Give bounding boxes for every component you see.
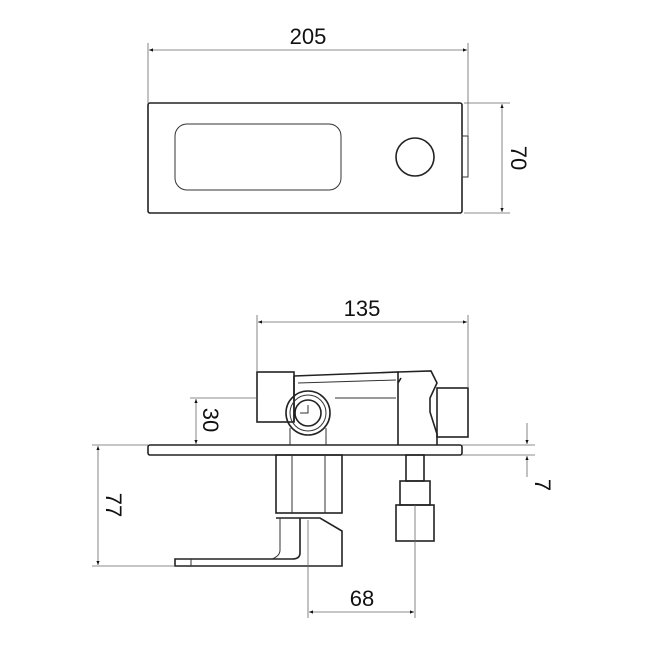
dim-label-30: 30 (198, 408, 223, 432)
side-view: 135 30 77 68 7 (92, 296, 555, 618)
cover-plate (147, 102, 463, 214)
pipe-outer (285, 390, 331, 436)
outlet-cap (436, 387, 469, 438)
diverter-collar (399, 480, 431, 506)
cartridge-housing (397, 370, 438, 445)
dim-label-70: 70 (506, 146, 531, 170)
dim-label-205: 205 (290, 24, 327, 49)
inlet-block (256, 371, 295, 423)
handle-window (174, 123, 342, 191)
lever-handle (174, 517, 343, 567)
dim-label-77: 77 (101, 493, 126, 517)
diverter-stem (405, 454, 425, 482)
top-view: 205 70 (147, 24, 531, 214)
diverter-knob (395, 137, 435, 177)
dim-label-135: 135 (344, 296, 381, 321)
spindle-housing (275, 454, 343, 514)
dim-label-7: 7 (530, 479, 555, 491)
side-tab (461, 135, 469, 178)
wall-plate (147, 444, 463, 456)
dim-label-68: 68 (350, 586, 374, 611)
pipe-inner (294, 399, 322, 427)
